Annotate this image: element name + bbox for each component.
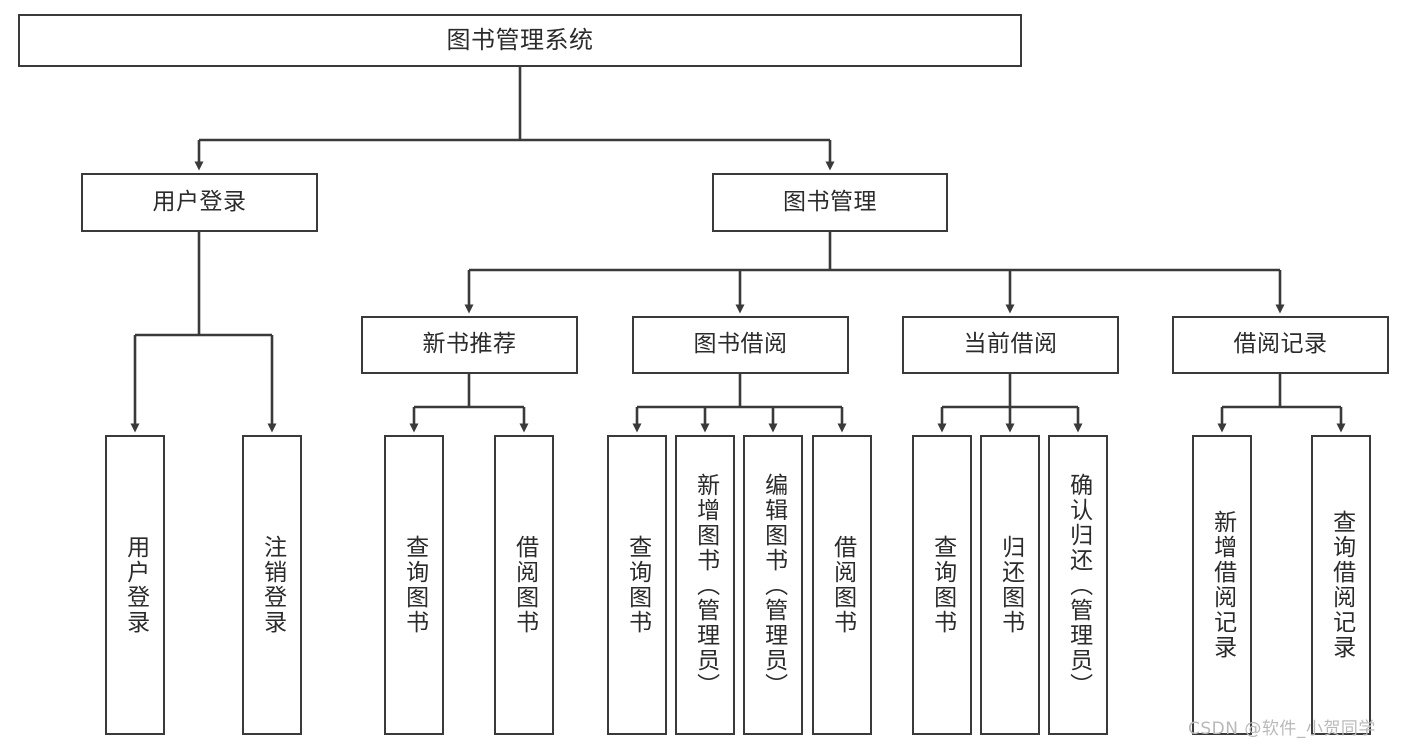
node-label: 新书推荐 xyxy=(422,331,517,358)
node-user-login[interactable]: 用户登录 xyxy=(81,173,318,232)
node-label: 归还图书 xyxy=(997,535,1024,635)
leaf-book-borrow-borrow-book[interactable]: 借阅图书 xyxy=(812,435,872,735)
node-label: 查询图书 xyxy=(401,535,428,635)
leaf-borrow-record-add-record[interactable]: 新增借阅记录 xyxy=(1192,435,1252,735)
node-book-management[interactable]: 图书管理 xyxy=(712,173,948,232)
node-new-book-recommendation[interactable]: 新书推荐 xyxy=(361,316,578,374)
leaf-current-borrow-query-book[interactable]: 查询图书 xyxy=(912,435,972,735)
node-label: 新增借阅记录 xyxy=(1209,510,1236,660)
leaf-current-borrow-return-book[interactable]: 归还图书 xyxy=(980,435,1040,735)
node-label: 借阅图书 xyxy=(511,535,538,635)
node-label: 确认归还（管理员） xyxy=(1065,472,1092,698)
leaf-new-book-query-book[interactable]: 查询图书 xyxy=(384,435,444,735)
node-label: 当前借阅 xyxy=(963,331,1058,358)
node-label: 用户登录 xyxy=(152,188,247,215)
node-label: 图书管理 xyxy=(783,188,877,215)
node-label: 图书管理系统 xyxy=(446,26,594,55)
node-label: 查询借阅记录 xyxy=(1328,510,1355,660)
node-root-book-management-system[interactable]: 图书管理系统 xyxy=(18,14,1022,67)
node-borrow-record[interactable]: 借阅记录 xyxy=(1172,316,1389,374)
leaf-borrow-record-query-record[interactable]: 查询借阅记录 xyxy=(1311,435,1371,735)
leaf-current-borrow-confirm-return-admin[interactable]: 确认归还（管理员） xyxy=(1048,435,1108,735)
leaf-user-login-logout[interactable]: 注销登录 xyxy=(242,435,302,735)
node-label: 图书借阅 xyxy=(693,331,788,358)
node-label: 查询图书 xyxy=(929,535,956,635)
node-book-borrow[interactable]: 图书借阅 xyxy=(632,316,849,374)
node-label: 借阅记录 xyxy=(1233,331,1328,358)
node-current-borrow[interactable]: 当前借阅 xyxy=(902,316,1119,374)
node-label: 借阅图书 xyxy=(829,535,856,635)
leaf-book-borrow-query-book[interactable]: 查询图书 xyxy=(607,435,667,735)
node-label: 编辑图书（管理员） xyxy=(760,472,787,698)
leaf-user-login-login[interactable]: 用户登录 xyxy=(105,435,165,735)
node-label: 查询图书 xyxy=(624,535,651,635)
leaf-new-book-borrow-book[interactable]: 借阅图书 xyxy=(494,435,554,735)
csdn-watermark: CSDN @软件_小贺同学 xyxy=(1188,719,1376,739)
node-label: 新增图书（管理员） xyxy=(692,472,719,698)
leaf-book-borrow-edit-book-admin[interactable]: 编辑图书（管理员） xyxy=(743,435,803,735)
leaf-book-borrow-add-book-admin[interactable]: 新增图书（管理员） xyxy=(675,435,735,735)
node-label: 注销登录 xyxy=(259,535,286,635)
node-label: 用户登录 xyxy=(122,535,149,635)
